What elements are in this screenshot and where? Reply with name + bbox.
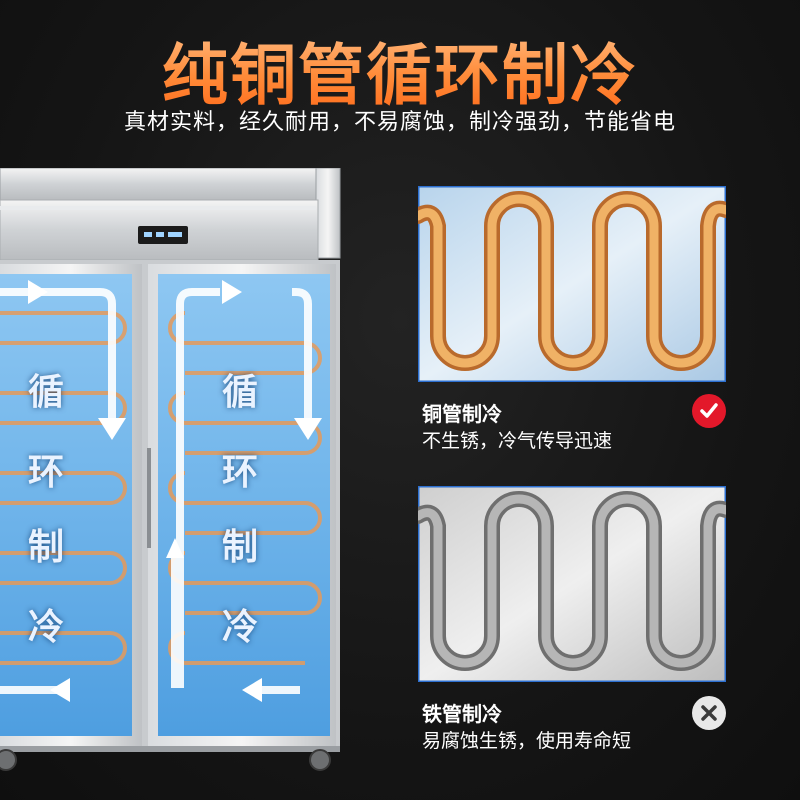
copper-pipe-image: [410, 184, 734, 384]
flow-label-right-4: 冷: [222, 607, 259, 648]
flow-label-left-4: 冷: [28, 607, 65, 648]
flow-label-right-1: 循: [222, 372, 259, 413]
copper-pipe-title: 铜管制冷: [422, 402, 502, 426]
copper-pipe-description: 不生锈，冷气传导迅速: [422, 430, 613, 452]
subline: 真材实料，经久耐用，不易腐蚀，制冷强劲，节能省电: [123, 110, 676, 135]
iron-pipe-description: 易腐蚀生锈，使用寿命短: [422, 730, 632, 752]
iron-pipe-image: [410, 484, 734, 684]
flow-label-left-3: 制: [28, 527, 65, 568]
cross-icon: [692, 696, 726, 730]
headline: 纯铜管循环制冷: [0, 22, 800, 118]
fridge-drawing: [0, 167, 341, 771]
iron-pipe-title: 铁管制冷: [422, 702, 502, 726]
flow-label-right-3: 制: [222, 527, 259, 568]
check-icon: [692, 394, 726, 428]
fridge-illustration: 循 环 制 冷 循 环 制 冷: [0, 167, 350, 778]
flow-label-left-1: 循: [28, 372, 65, 413]
flow-label-left-2: 环: [28, 452, 65, 493]
flow-label-right-2: 环: [222, 452, 259, 493]
